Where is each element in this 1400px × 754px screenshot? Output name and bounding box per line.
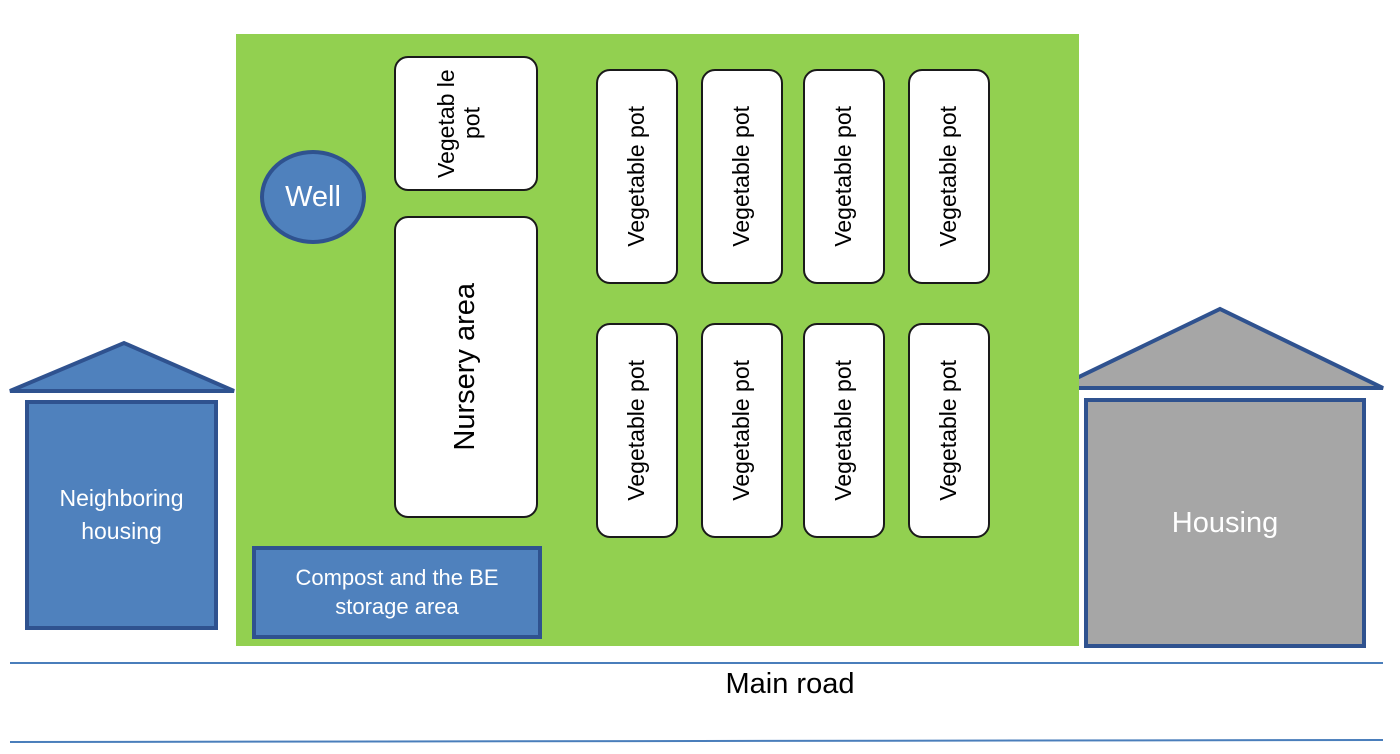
vegetable-pot: Vegetable pot <box>596 323 678 538</box>
neighboring-housing: Neighboring housing <box>25 400 218 630</box>
vegetable-pot: Vegetable pot <box>596 69 678 284</box>
vegetable-pot: Vegetable pot <box>908 69 990 284</box>
vegetable-pot-label: Vegetable pot <box>623 360 650 501</box>
vegetable-pot-label: Vegetable pot <box>623 106 650 247</box>
vegetable-pot-small: Vegetab le pot <box>394 56 538 191</box>
well-label: Well <box>285 180 341 213</box>
main-road-label: Main road <box>725 668 855 700</box>
compost-storage-label: Compost and the BE storage area <box>295 564 499 619</box>
nursery-area: Nursery area <box>394 216 538 518</box>
road-edge-bottom <box>9 739 1384 743</box>
vegetable-pot-label: Vegetable pot <box>830 360 857 501</box>
vegetable-pot: Vegetable pot <box>803 69 885 284</box>
housing-label: Housing <box>1171 506 1279 539</box>
vegetable-pot: Vegetable pot <box>908 323 990 538</box>
nursery-area-label: Nursery area <box>449 283 482 451</box>
neighboring-housing-roof <box>9 340 235 393</box>
housing: Housing <box>1084 398 1366 648</box>
compost-storage-area: Compost and the BE storage area <box>252 546 542 639</box>
vegetable-pot: Vegetable pot <box>701 323 783 538</box>
vegetable-pot-label: Vegetable pot <box>728 106 755 247</box>
vegetable-pot: Vegetable pot <box>803 323 885 538</box>
vegetable-pot: Vegetable pot <box>701 69 783 284</box>
vegetable-pot-label: Vegetable pot <box>728 360 755 501</box>
well: Well <box>260 150 366 244</box>
vegetable-pot-label: Vegetable pot <box>935 106 962 247</box>
vegetable-pot-label: Vegetable pot <box>935 360 962 501</box>
housing-roof <box>1055 306 1384 390</box>
vegetable-pot-label: Vegetable pot <box>830 106 857 247</box>
neighboring-housing-label: Neighboring housing <box>59 484 184 544</box>
vegetable-pot-small-label: Vegetab le pot <box>433 69 485 178</box>
